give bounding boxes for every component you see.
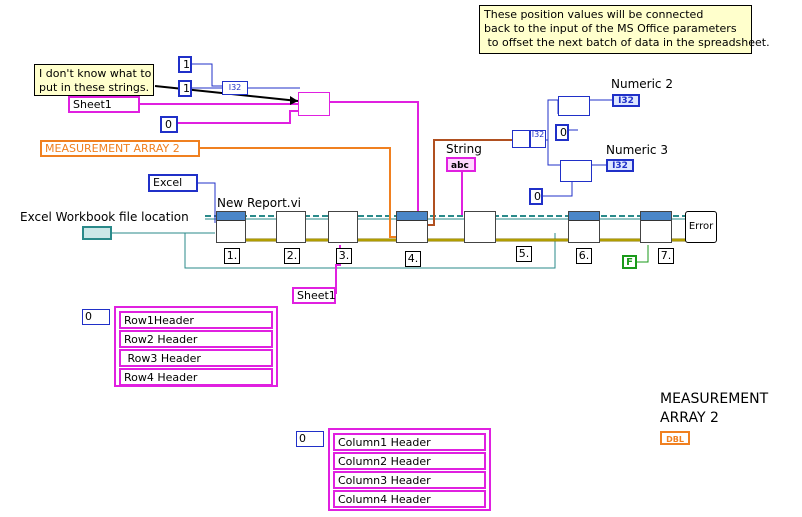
row-header-cell-2[interactable]: Row2 Header [119, 330, 273, 348]
numeric-constant-1b[interactable]: 1 [178, 80, 192, 97]
numeric2-indicator[interactable]: I32 [612, 94, 640, 107]
measurement-array-constant[interactable]: MEASUREMENT ARRAY 2 [40, 140, 200, 157]
file-path-control[interactable] [82, 226, 112, 240]
row-index-value: 0 [85, 310, 92, 323]
column-headers-index[interactable]: 0 [296, 431, 324, 447]
numeric-constant-1a[interactable]: 1 [178, 56, 192, 73]
step-label-5: 5. [516, 246, 532, 262]
array-index-node[interactable]: I32 [530, 130, 546, 148]
string-indicator-label: String [446, 142, 482, 156]
boolean-false-constant[interactable]: F [622, 255, 637, 269]
numeric-constant-0-b[interactable]: 0 [555, 124, 569, 141]
sheet1-string-constant[interactable]: Sheet1 [68, 96, 140, 113]
column-index-value: 0 [299, 432, 306, 445]
numeric3-indicator[interactable]: I32 [606, 159, 634, 172]
build-array-node[interactable] [298, 92, 330, 116]
string-indicator[interactable]: abc [446, 157, 476, 172]
sheet1-bottom-constant[interactable]: Sheet1 [292, 287, 336, 304]
column-header-cell-1[interactable]: Column1 Header [333, 433, 486, 451]
step-label-4: 4. [405, 251, 421, 267]
get-position-vi[interactable] [464, 211, 496, 243]
measurement-array2-label: MEASUREMENT ARRAY 2 [660, 391, 769, 426]
step-label-3: 3. [336, 248, 352, 264]
strings-comment: I don't know what to put in these string… [34, 64, 154, 96]
excel-enum-label: Excel [153, 176, 183, 189]
bundle-node[interactable]: I32 [222, 81, 248, 95]
increment-node-b[interactable] [560, 160, 592, 182]
unbundle-node[interactable] [512, 130, 530, 148]
report-options-vi[interactable] [276, 211, 306, 243]
numeric3-label: Numeric 3 [606, 143, 668, 157]
new-report-label: New Report.vi [217, 196, 302, 210]
excel-enum-constant[interactable]: Excel [148, 174, 198, 192]
column-header-cell-4[interactable]: Column4 Header [333, 490, 486, 508]
numeric2-label: Numeric 2 [611, 77, 673, 91]
row-headers-array[interactable]: Row1Header Row2 Header Row3 Header Row4 … [114, 306, 278, 387]
step-label-1: 1. [224, 248, 240, 264]
row-header-cell-1[interactable]: Row1Header [119, 311, 273, 329]
step-label-2: 2. [284, 248, 300, 264]
column-headers-array[interactable]: Column1 Header Column2 Header Column3 He… [328, 428, 491, 511]
position-values-comment: These position values will be connected … [479, 5, 770, 54]
save-report-vi[interactable] [568, 211, 600, 243]
row-header-cell-3[interactable]: Row3 Header [119, 349, 273, 367]
column-header-cell-3[interactable]: Column3 Header [333, 471, 486, 489]
step-label-7: 7. [658, 248, 674, 264]
numeric-constant-0-c[interactable]: 0 [529, 188, 543, 205]
column-header-cell-2[interactable]: Column2 Header [333, 452, 486, 470]
step-label-6: 6. [576, 248, 592, 264]
new-report-vi[interactable] [216, 211, 246, 243]
excel-workbook-label: Excel Workbook file location [20, 210, 189, 224]
append-table-vi[interactable] [396, 211, 428, 243]
increment-node-a[interactable] [558, 96, 590, 116]
dispose-report-vi[interactable] [640, 211, 672, 243]
measurement-array2-terminal[interactable]: DBL [660, 431, 690, 445]
row-headers-index[interactable]: 0 [82, 309, 110, 325]
numeric-constant-0[interactable]: 0 [160, 116, 178, 133]
row-header-cell-4[interactable]: Row4 Header [119, 368, 273, 386]
simple-error-handler-icon[interactable]: Error [685, 211, 717, 243]
excel-sheet-vi[interactable] [328, 211, 358, 243]
